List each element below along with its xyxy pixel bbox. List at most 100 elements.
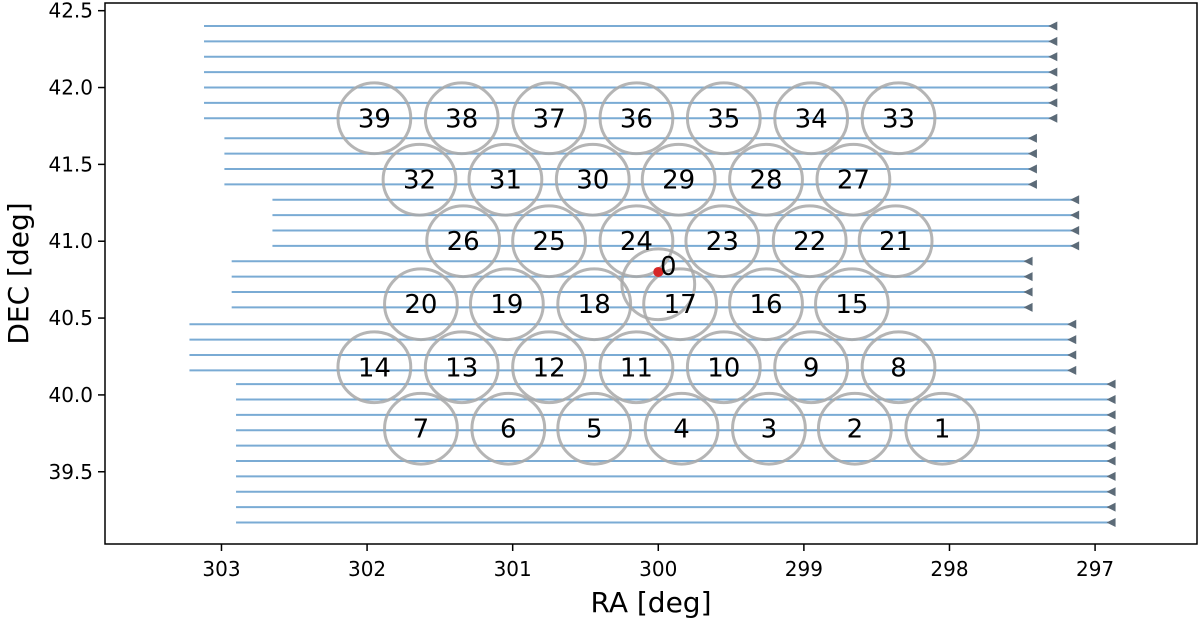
field-label-22: 22 xyxy=(793,227,826,257)
field-circle-27 xyxy=(815,142,892,217)
field-label-25: 25 xyxy=(533,227,566,257)
y-tick-label: 41.0 xyxy=(48,229,93,253)
x-tick-label: 298 xyxy=(930,557,968,581)
scan-arrow xyxy=(1048,67,1058,77)
field-label-2: 2 xyxy=(847,415,864,445)
plot-frame xyxy=(104,2,1198,545)
field-labels: 1234567891011121314151617181920212223242… xyxy=(358,104,951,444)
scan-arrow xyxy=(1106,487,1116,497)
x-tick-label: 302 xyxy=(348,557,386,581)
field-circle-12 xyxy=(511,330,587,405)
field-label-11: 11 xyxy=(620,353,653,383)
field-label-6: 6 xyxy=(500,415,517,445)
y-tick-label: 42.0 xyxy=(48,76,93,100)
field-circle-11 xyxy=(598,330,675,405)
scan-arrow xyxy=(1048,36,1058,46)
scan-arrow xyxy=(1106,517,1116,527)
field-label-30: 30 xyxy=(576,166,609,196)
scan-arrow xyxy=(1023,287,1033,297)
field-label-0: 0 xyxy=(660,252,677,282)
scan-arrow xyxy=(1067,335,1077,345)
field-circle-19 xyxy=(468,267,545,342)
field-circle-36 xyxy=(598,81,675,156)
scan-arrow xyxy=(1070,225,1080,235)
scan-arrow xyxy=(1067,319,1077,329)
field-circle-20 xyxy=(383,267,459,342)
scan-arrow xyxy=(1027,164,1037,174)
scan-arrow xyxy=(1070,241,1080,251)
field-label-14: 14 xyxy=(358,353,391,383)
scan-arrow xyxy=(1067,350,1077,360)
scan-arrow xyxy=(1106,456,1116,466)
y-axis-ticks: 39.540.040.541.041.542.042.5 xyxy=(48,0,105,484)
field-circle-18 xyxy=(556,267,633,342)
field-label-24: 24 xyxy=(620,227,653,257)
scan-arrow xyxy=(1106,441,1116,451)
field-label-35: 35 xyxy=(707,104,740,134)
y-tick-label: 40.5 xyxy=(48,306,93,330)
field-label-26: 26 xyxy=(447,227,480,257)
field-label-9: 9 xyxy=(803,353,820,383)
field-label-1: 1 xyxy=(934,415,951,445)
field-circle-31 xyxy=(467,142,544,217)
scan-arrow xyxy=(1048,21,1058,31)
field-circle-5 xyxy=(556,391,633,466)
field-circle-21 xyxy=(857,204,934,279)
field-circle-22 xyxy=(771,204,848,279)
field-circle-0 xyxy=(620,247,697,322)
field-label-19: 19 xyxy=(490,290,523,320)
x-tick-label: 299 xyxy=(785,557,823,581)
field-circle-8 xyxy=(860,330,937,405)
field-label-4: 4 xyxy=(673,415,690,445)
scan-arrow xyxy=(1106,502,1116,512)
y-tick-label: 39.5 xyxy=(48,460,93,484)
scan-arrow xyxy=(1048,52,1058,62)
field-circle-29 xyxy=(640,142,717,217)
field-circle-39 xyxy=(336,81,413,156)
field-label-10: 10 xyxy=(707,353,740,383)
field-circle-4 xyxy=(643,391,720,466)
scan-arrow xyxy=(1106,410,1116,420)
field-label-12: 12 xyxy=(533,353,566,383)
scan-arrow xyxy=(1027,149,1037,159)
field-circle-2 xyxy=(816,391,893,466)
field-label-32: 32 xyxy=(403,166,436,196)
scan-arrow xyxy=(1106,425,1116,435)
scan-arrow xyxy=(1070,195,1080,205)
field-circle-34 xyxy=(773,81,850,156)
field-label-13: 13 xyxy=(445,353,478,383)
field-label-39: 39 xyxy=(358,104,391,134)
x-tick-label: 303 xyxy=(202,557,240,581)
field-label-20: 20 xyxy=(404,290,437,320)
field-circle-15 xyxy=(814,267,890,342)
scan-arrow xyxy=(1023,272,1033,282)
scan-arrow xyxy=(1067,365,1077,375)
field-label-21: 21 xyxy=(879,227,912,257)
field-circle-38 xyxy=(423,81,500,156)
field-circle-1 xyxy=(904,391,981,466)
field-circle-7 xyxy=(383,391,459,466)
x-axis-label: RA [deg] xyxy=(591,586,712,619)
scan-arrow xyxy=(1048,98,1058,108)
scan-arrow xyxy=(1106,471,1116,481)
scan-arrow xyxy=(1048,83,1058,93)
field-circle-25 xyxy=(511,204,587,279)
field-label-27: 27 xyxy=(837,166,870,196)
field-circle-13 xyxy=(423,330,500,405)
field-label-23: 23 xyxy=(706,227,739,257)
field-circle-14 xyxy=(336,330,413,405)
field-circle-33 xyxy=(860,81,937,156)
field-label-5: 5 xyxy=(586,415,603,445)
field-label-18: 18 xyxy=(578,290,611,320)
field-label-8: 8 xyxy=(890,353,907,383)
scan-arrow xyxy=(1048,113,1058,123)
center-point xyxy=(653,266,664,277)
field-label-31: 31 xyxy=(489,166,522,196)
field-label-17: 17 xyxy=(664,290,697,320)
field-circle-16 xyxy=(728,267,804,342)
field-label-36: 36 xyxy=(620,104,653,134)
field-circle-10 xyxy=(685,330,762,405)
field-circle-26 xyxy=(425,204,502,279)
